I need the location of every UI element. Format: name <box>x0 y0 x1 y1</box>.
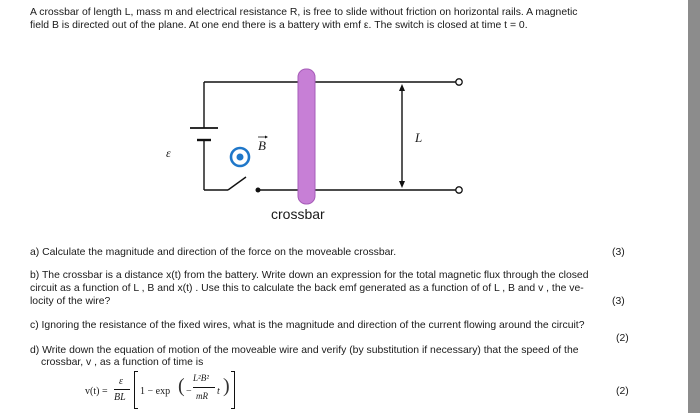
question-d-line-1: d) Write down the equation of motion of … <box>30 345 579 356</box>
question-a: a) Calculate the magnitude and direction… <box>30 247 397 258</box>
crossbar-caption: crossbar <box>271 206 325 222</box>
question-b-marks: (3) <box>612 296 625 307</box>
bottom-terminal <box>455 186 463 194</box>
equation-exp-denominator: mR <box>196 391 208 401</box>
crossbar <box>297 68 316 205</box>
question-c: c) Ignoring the resistance of the fixed … <box>30 320 585 331</box>
equation-exp-numerator: L²B² <box>193 373 209 383</box>
intro-line-1: A crossbar of length L, mass m and elect… <box>30 7 578 18</box>
equation-fraction-denominator: BL <box>114 392 126 403</box>
length-arrow-head-bottom <box>399 181 405 188</box>
magnetic-field-dot <box>236 153 244 161</box>
question-b-line-2: circuit as a function of L , B and x(t) … <box>30 283 584 294</box>
equation-inner-minus: − <box>186 386 192 397</box>
length-label: L <box>415 130 423 145</box>
equation-one-minus-exp: 1 − exp <box>140 386 171 397</box>
length-arrow-head-top <box>399 84 405 91</box>
question-d-marks: (2) <box>616 386 629 397</box>
top-terminal <box>455 78 463 86</box>
question-b-line-3: locity of the wire? <box>30 296 111 307</box>
equation-lhs: v(t) = <box>85 386 108 397</box>
switch-contact <box>255 187 261 193</box>
field-label: B <box>258 138 266 153</box>
question-a-marks: (3) <box>612 247 625 258</box>
question-d-line-2: crossbar, v , as a function of time is <box>41 357 204 368</box>
equation-t: t <box>217 386 220 397</box>
switch-lever <box>227 176 247 191</box>
page-edge-shadow <box>688 0 700 413</box>
emf-label: ε <box>166 146 171 160</box>
question-b-line-1: b) The crossbar is a distance x(t) from … <box>30 270 589 281</box>
intro-line-2: field B is directed out of the plane. At… <box>30 20 528 31</box>
equation-fraction-numerator: ε <box>119 376 123 387</box>
question-c-marks: (2) <box>616 333 629 344</box>
